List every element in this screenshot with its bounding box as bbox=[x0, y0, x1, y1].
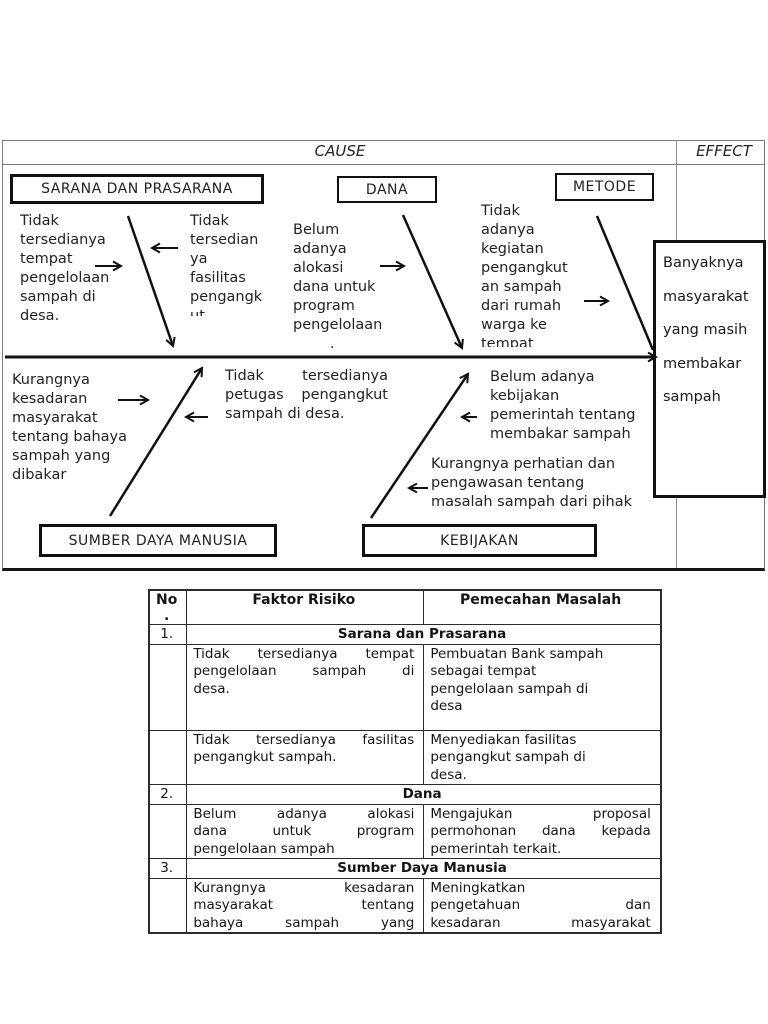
table-header-row: No . Faktor Risiko Pemecahan Masalah bbox=[148, 589, 662, 625]
table-row: Tidak tersedianya tempat pengelolaan sam… bbox=[148, 643, 662, 731]
faktor-text: Tidak tersedianya fasilitas bbox=[193, 731, 415, 748]
pemecahan-text-lastline: pemerintah terkait. bbox=[430, 840, 562, 857]
table-row-category-sdm: 3. Sumber Daya Manusia bbox=[148, 858, 662, 879]
effect-header-label: EFFECT bbox=[696, 142, 752, 160]
pemecahan-cell: Meningkatkan pengetahuan dan kesadaran m… bbox=[423, 877, 662, 934]
cause-note-kegiatan-pengangkutan: Tidak adanya kegiatan pengangkut an samp… bbox=[481, 203, 568, 347]
category-label: Sarana dan Prasarana bbox=[186, 624, 662, 645]
col-header-pemecahan-masalah: Pemecahan Masalah bbox=[423, 589, 662, 625]
table-row: Kurangnya kesadaran masyarakat tentang b… bbox=[148, 877, 662, 934]
category-box-metode: METODE bbox=[555, 173, 654, 201]
cause-note-kesadaran-masyarakat: Kurangnya kesadaran masyarakat tentang b… bbox=[12, 372, 128, 483]
col-header-no: No . bbox=[148, 589, 188, 625]
col-header-faktor-risiko: Faktor Risiko bbox=[186, 589, 425, 625]
row-number: 1. bbox=[148, 624, 188, 645]
pemecahan-text: Meningkatkan pengetahuan dan kesadaran m… bbox=[430, 879, 651, 931]
faktor-cell: Kurangnya kesadaran masyarakat tentang b… bbox=[186, 877, 425, 934]
cause-note-fasilitas-pengangkut: Tidak tersedian ya fasilitas pengangk ut bbox=[190, 213, 263, 316]
table-row-category-sarana: 1. Sarana dan Prasarana bbox=[148, 624, 662, 645]
cause-note-petugas-pengangkut-body: Tidak tersedianya petugas pengangkut bbox=[225, 368, 388, 403]
row-number: 2. bbox=[148, 784, 188, 805]
table-row: Belum adanya alokasi dana untuk program … bbox=[148, 803, 662, 859]
pemecahan-cell: Mengajukan proposal permohonan dana kepa… bbox=[423, 803, 662, 859]
faktor-text: Kurangnya kesadaran masyarakat tentang b… bbox=[193, 879, 415, 931]
cause-note-tempat-pengelolaan: Tidak tersedianya tempat pengelolaan sam… bbox=[20, 213, 110, 324]
faktor-text: Belum adanya alokasi dana untuk program bbox=[193, 805, 415, 840]
faktor-cell: Tidak tersedianya tempat pengelolaan sam… bbox=[186, 643, 425, 731]
category-box-sumber-daya-manusia: SUMBER DAYA MANUSIA bbox=[39, 524, 277, 557]
faktor-text-lastline: desa. bbox=[193, 680, 230, 697]
category-label: Dana bbox=[186, 784, 662, 805]
row-number: 3. bbox=[148, 858, 188, 879]
cause-header-label: CAUSE bbox=[314, 142, 366, 160]
cause-note-perhatian-pengawasan: Kurangnya perhatian dan pengawasan tenta… bbox=[431, 456, 633, 510]
category-box-dana: DANA bbox=[337, 176, 437, 203]
effect-statement: Banyaknya masyarakat yang masih membakar… bbox=[663, 255, 749, 405]
cause-note-petugas-pengangkut: Tidak tersedianya petugas pengangkut sam… bbox=[225, 367, 388, 424]
cause-note-alokasi-dana: Belum adanya alokasi dana untuk program … bbox=[293, 222, 383, 352]
pemecahan-cell: Pembuatan Bank sampah sebagai tempat pen… bbox=[423, 643, 662, 731]
category-label: Sumber Daya Manusia bbox=[186, 858, 662, 879]
faktor-cell: Tidak tersedianya fasilitas pengangkut s… bbox=[186, 729, 425, 785]
table-row: Tidak tersedianya fasilitas pengangkut s… bbox=[148, 729, 662, 785]
faktor-text: Tidak tersedianya tempat pengelolaan sam… bbox=[193, 645, 415, 680]
pemecahan-text: Mengajukan proposal permohonan dana kepa… bbox=[430, 805, 651, 840]
faktor-text-lastline: pengangkut sampah. bbox=[193, 749, 337, 765]
category-box-kebijakan: KEBIJAKAN bbox=[362, 524, 597, 557]
cause-note-kebijakan-pemerintah: Belum adanya kebijakan pemerintah tentan… bbox=[490, 369, 636, 442]
effect-box: Banyaknya masyarakat yang masih membakar… bbox=[653, 240, 766, 498]
pemecahan-cell: Menyediakan fasilitas pengangkut sampah … bbox=[423, 729, 662, 785]
category-box-sarana-dan-prasarana: SARANA DAN PRASARANA bbox=[10, 174, 264, 204]
risk-factor-table: No . Faktor Risiko Pemecahan Masalah 1. … bbox=[148, 589, 662, 934]
header-separator-line bbox=[2, 164, 764, 165]
faktor-text-lastline: pengelolaan sampah bbox=[193, 840, 335, 857]
faktor-cell: Belum adanya alokasi dana untuk program … bbox=[186, 803, 425, 859]
table-row-category-dana: 2. Dana bbox=[148, 784, 662, 805]
cause-note-petugas-pengangkut-lastline: sampah di desa. bbox=[225, 406, 345, 422]
